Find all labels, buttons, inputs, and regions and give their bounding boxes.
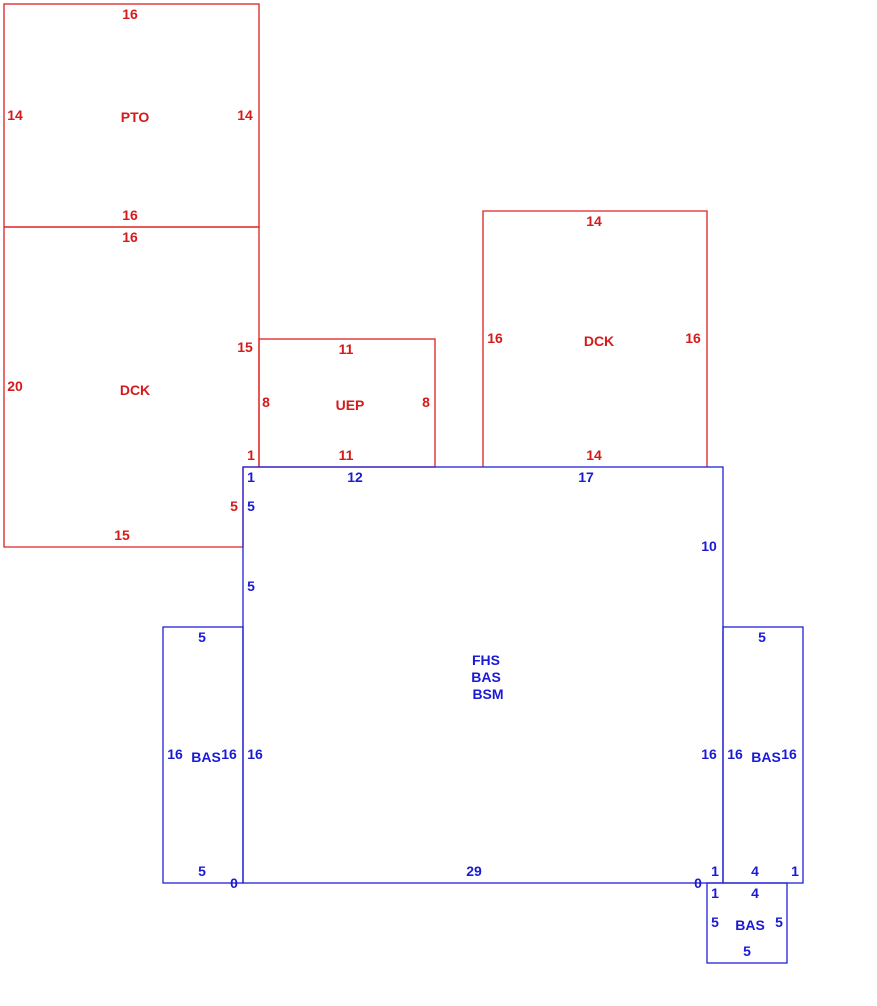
uep-dim-top: 11 <box>339 341 354 357</box>
bas-small-dim-top: 4 <box>751 885 759 901</box>
bas-small-area: BAS 4 5 5 5 1 <box>711 885 783 959</box>
bas-right-dim-bottom-left: 1 <box>711 863 719 879</box>
uep-label: UEP <box>336 397 365 413</box>
main-level-areas <box>162 466 804 964</box>
main-dim-left-upper-2: 5 <box>247 578 255 594</box>
main-dim-bottom-left-corner: 0 <box>230 875 238 891</box>
bas-right-dim-right: 16 <box>781 746 797 762</box>
pto-label: PTO <box>121 109 150 125</box>
bas-left-area: BAS 5 5 16 16 <box>167 629 237 879</box>
bas-small-label: BAS <box>735 917 765 933</box>
uep-dim-left: 8 <box>262 394 270 410</box>
bas-left-outline <box>162 626 244 884</box>
bas-right-dim-top: 5 <box>758 629 766 645</box>
bas-small-dim-left-top: 1 <box>711 885 719 901</box>
uep-dim-bottom: 11 <box>339 447 354 463</box>
dck-right-label: DCK <box>584 333 614 349</box>
bas-left-dim-top: 5 <box>198 629 206 645</box>
main-dim-right-upper: 10 <box>701 538 717 554</box>
bas-left-dim-left: 16 <box>167 746 183 762</box>
upper-level-areas <box>3 3 708 548</box>
dck-left-label: DCK <box>120 382 150 398</box>
main-area: FHS BAS BSM 1 12 17 5 5 16 10 16 29 0 0 <box>230 469 717 891</box>
main-label-2: BAS <box>471 669 501 685</box>
main-dim-left-lower: 16 <box>247 746 263 762</box>
dck-left-dim-right-upper: 15 <box>237 339 253 355</box>
pto-dim-top: 16 <box>122 6 138 22</box>
dck-left-dim-bottom: 15 <box>114 527 130 543</box>
bas-right-dim-left: 16 <box>727 746 743 762</box>
main-dim-top-mid: 12 <box>347 469 363 485</box>
pto-dim-bottom: 16 <box>122 207 138 223</box>
main-dim-top-left: 1 <box>247 469 255 485</box>
dck-left-dim-right-mid: 1 <box>247 447 255 463</box>
uep-area: UEP 11 11 8 8 <box>262 341 430 463</box>
dck-right-dim-bottom: 14 <box>586 447 602 463</box>
main-dim-bottom: 29 <box>466 863 482 879</box>
bas-left-label: BAS <box>191 749 221 765</box>
main-dim-right-lower: 16 <box>701 746 717 762</box>
main-label-1: FHS <box>472 652 500 668</box>
dck-left-dim-top: 16 <box>122 229 138 245</box>
bas-left-dim-right: 16 <box>221 746 237 762</box>
main-dim-top-right: 17 <box>578 469 594 485</box>
main-dim-left-upper-1: 5 <box>247 498 255 514</box>
dck-left-dim-right-lower: 5 <box>230 498 238 514</box>
pto-dim-right: 14 <box>237 107 253 123</box>
bas-right-area: BAS 5 16 16 1 4 1 <box>711 629 799 879</box>
bas-right-label: BAS <box>751 749 781 765</box>
dck-right-area: DCK 14 14 16 16 <box>487 213 701 463</box>
bas-small-dim-left: 5 <box>711 914 719 930</box>
main-label-3: BSM <box>472 686 503 702</box>
bas-small-dim-right: 5 <box>775 914 783 930</box>
pto-dim-left: 14 <box>7 107 23 123</box>
bas-right-dim-bottom-mid: 4 <box>751 863 759 879</box>
bas-left-dim-bottom: 5 <box>198 863 206 879</box>
dck-right-dim-left: 16 <box>487 330 503 346</box>
dck-left-dim-left: 20 <box>7 378 23 394</box>
dck-right-dim-right: 16 <box>685 330 701 346</box>
pto-area: PTO 16 16 14 14 <box>7 6 253 223</box>
bas-right-dim-bottom-right: 1 <box>791 863 799 879</box>
dck-right-outline <box>482 210 708 467</box>
main-dim-bottom-right-corner: 0 <box>694 875 702 891</box>
uep-dim-right: 8 <box>422 394 430 410</box>
bas-small-dim-bottom: 5 <box>743 943 751 959</box>
bas-small-outline <box>706 882 788 964</box>
dck-right-dim-top: 14 <box>586 213 602 229</box>
dck-left-area: DCK 16 20 15 15 1 5 <box>7 229 255 543</box>
